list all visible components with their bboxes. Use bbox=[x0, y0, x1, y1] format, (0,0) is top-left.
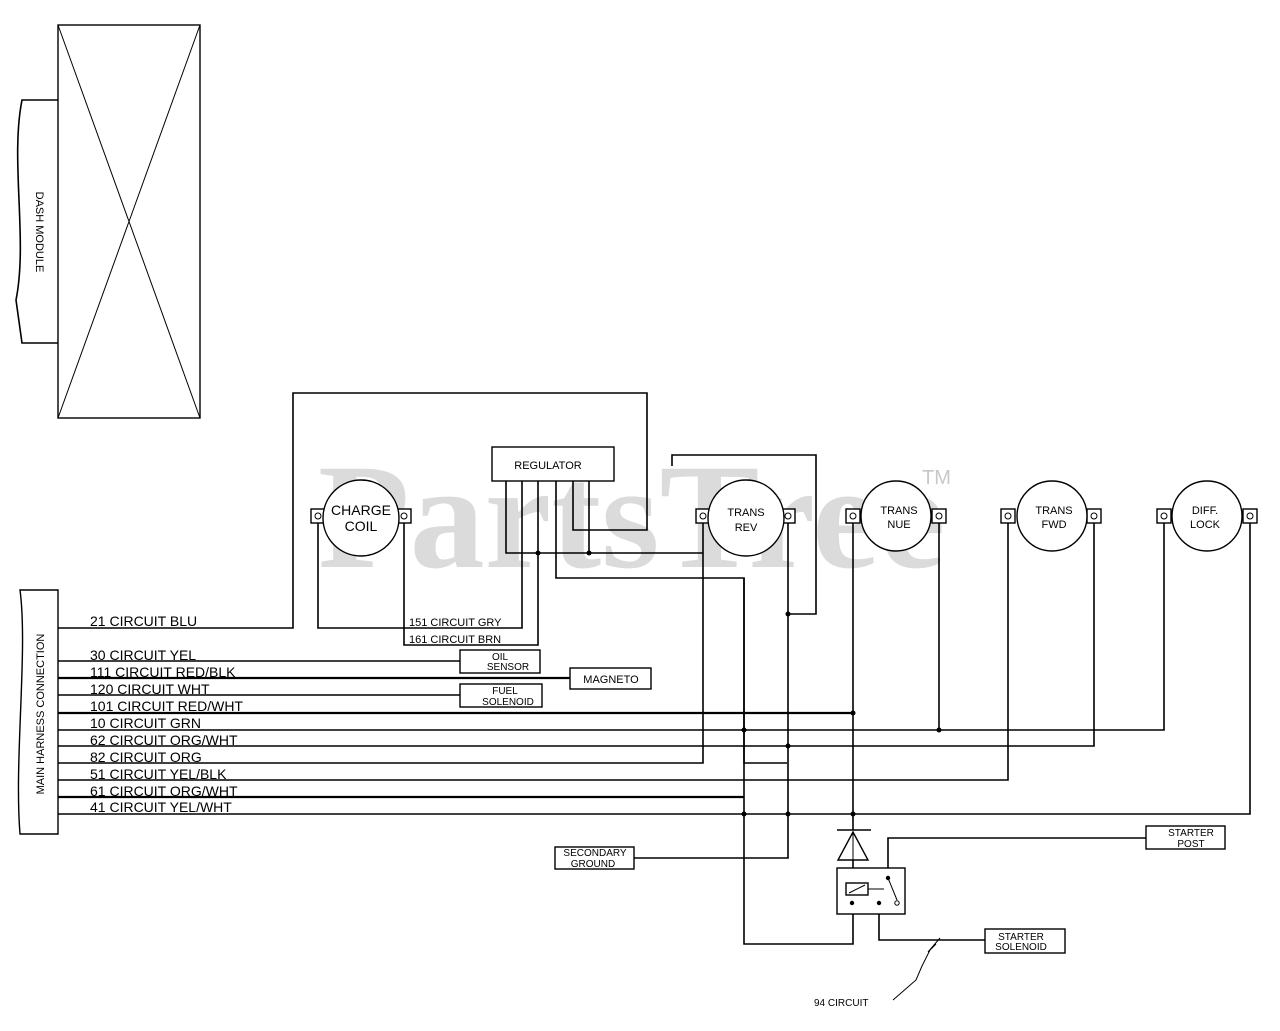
trans-nue-label-1: TRANS bbox=[880, 505, 917, 517]
regulator: REGULATOR bbox=[491, 446, 615, 482]
fuel-solenoid: FUEL SOLENOID bbox=[459, 683, 543, 708]
oil-sensor-label-2: SENSOR bbox=[487, 662, 529, 673]
watermark-text: PartsTree bbox=[318, 434, 945, 600]
circuit-label: 61 CIRCUIT ORG/WHT bbox=[90, 783, 238, 799]
starter-solenoid-label-1: STARTER bbox=[998, 932, 1044, 943]
circuit-label: 10 CIRCUIT GRN bbox=[90, 715, 201, 731]
diode-symbol bbox=[836, 829, 871, 868]
main-harness-connector: MAIN HARNESS CONNECTION bbox=[17, 589, 59, 835]
circuit-label: 120 CIRCUIT WHT bbox=[90, 681, 210, 697]
circuit-label-94: 94 CIRCUIT bbox=[814, 998, 868, 1009]
trans-fwd-label-1: TRANS bbox=[1035, 505, 1072, 517]
circuit-label: 41 CIRCUIT YEL/WHT bbox=[90, 799, 232, 815]
regulator-label: REGULATOR bbox=[514, 460, 581, 472]
dash-module: DASH MODULE bbox=[15, 24, 201, 419]
starter-solenoid: STARTER SOLENOID bbox=[984, 928, 1066, 954]
secondary-ground: SECONDARY GROUND bbox=[554, 846, 635, 870]
trans-rev: TRANS REV bbox=[695, 479, 796, 557]
circuit-label: 51 CIRCUIT YEL/BLK bbox=[90, 766, 227, 782]
starter-post-label-2: POST bbox=[1177, 839, 1204, 850]
charge-coil-label-2: COIL bbox=[345, 518, 378, 534]
dash-module-label: DASH MODULE bbox=[33, 192, 45, 273]
circuit-label: 82 CIRCUIT ORG bbox=[90, 749, 202, 765]
starter-post-label-1: STARTER bbox=[1168, 828, 1214, 839]
circuit-label: 62 CIRCUIT ORG/WHT bbox=[90, 732, 238, 748]
starter-relay bbox=[836, 867, 906, 915]
circuit-label-151: 151 CIRCUIT GRY bbox=[409, 617, 502, 629]
diff-lock-label-1: DIFF. bbox=[1192, 505, 1218, 517]
circuit-label: 101 CIRCUIT RED/WHT bbox=[90, 698, 243, 714]
oil-sensor-label-1: OIL bbox=[492, 652, 509, 663]
oil-sensor: OIL SENSOR bbox=[459, 649, 541, 674]
starter-solenoid-label-2: SOLENOID bbox=[995, 942, 1047, 953]
trans-rev-label-1: TRANS bbox=[727, 507, 764, 519]
circuit-label: 30 CIRCUIT YEL bbox=[90, 647, 196, 663]
fuel-solenoid-label-1: FUEL bbox=[492, 686, 518, 697]
trans-rev-label-2: REV bbox=[735, 522, 758, 534]
junction-dots bbox=[535, 550, 942, 817]
watermark-tm: TM bbox=[922, 467, 951, 489]
harness-label: MAIN HARNESS CONNECTION bbox=[35, 634, 47, 795]
diff-lock: DIFF. LOCK bbox=[1156, 480, 1258, 552]
circuit-label-161: 161 CIRCUIT BRN bbox=[409, 634, 501, 646]
circuit-label: 111 CIRCUIT RED/BLK bbox=[90, 664, 236, 680]
trans-fwd: TRANS FWD bbox=[1000, 480, 1102, 552]
watermark: PartsTree TM bbox=[318, 434, 951, 600]
starter-post: STARTER POST bbox=[1145, 825, 1226, 850]
secondary-ground-label-2: GROUND bbox=[571, 859, 615, 870]
charge-coil-label-1: CHARGE bbox=[331, 502, 391, 518]
magneto: MAGNETO bbox=[569, 667, 652, 690]
circuit-labels: 21 CIRCUIT BLU 30 CIRCUIT YEL 111 CIRCUI… bbox=[90, 613, 868, 1009]
fuel-solenoid-label-2: SOLENOID bbox=[482, 697, 534, 708]
diff-lock-label-2: LOCK bbox=[1190, 519, 1221, 531]
trans-nue-label-2: NUE bbox=[887, 519, 910, 531]
trans-fwd-label-2: FWD bbox=[1041, 519, 1066, 531]
wires bbox=[58, 392, 1251, 1001]
trans-nue: TRANS NUE bbox=[845, 480, 947, 552]
circuit-label: 21 CIRCUIT BLU bbox=[90, 613, 197, 629]
magneto-label: MAGNETO bbox=[583, 674, 639, 686]
secondary-ground-label-1: SECONDARY bbox=[563, 848, 626, 859]
charge-coil: CHARGE COIL bbox=[310, 479, 412, 557]
